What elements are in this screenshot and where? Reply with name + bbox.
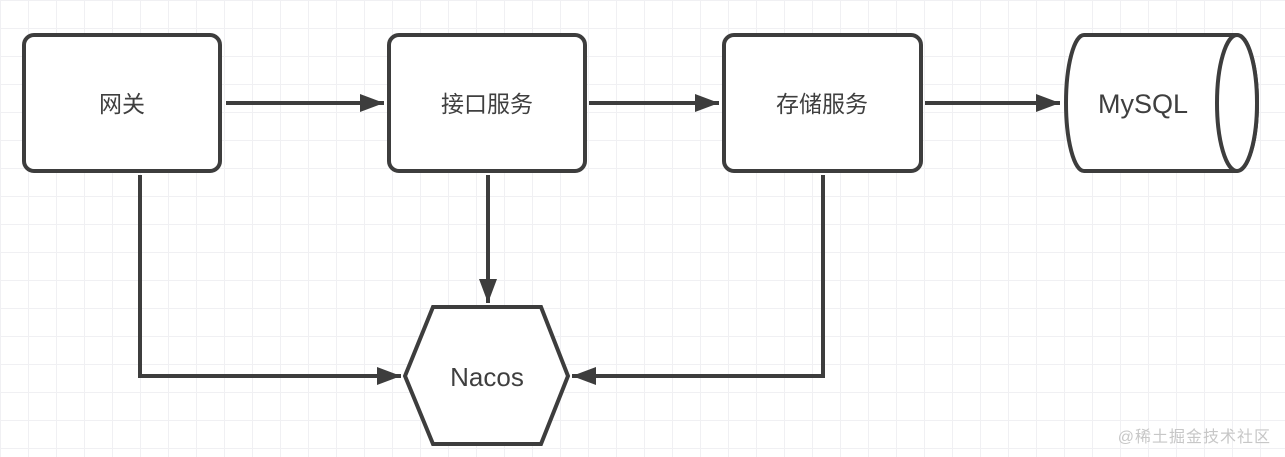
edge-gateway-to-nacos[interactable] xyxy=(138,175,401,385)
node-gateway-label: 网关 xyxy=(99,91,145,117)
node-mysql[interactable] xyxy=(1064,33,1259,173)
node-nacos[interactable] xyxy=(402,305,571,446)
node-gateway[interactable] xyxy=(22,33,222,173)
node-storage-service-label: 存储服务 xyxy=(776,91,868,117)
node-storage-service[interactable] xyxy=(722,33,923,173)
node-api-service-label: 接口服务 xyxy=(441,91,533,117)
node-api-service[interactable] xyxy=(387,33,587,173)
node-mysql-label: MySQL xyxy=(1098,89,1188,119)
node-nacos-label: Nacos xyxy=(450,362,524,392)
mysql-cylinder-cap[interactable] xyxy=(1215,33,1259,173)
watermark: @稀土掘金技术社区 xyxy=(1117,429,1271,446)
edge-storage-service-to-nacos[interactable] xyxy=(572,175,825,385)
